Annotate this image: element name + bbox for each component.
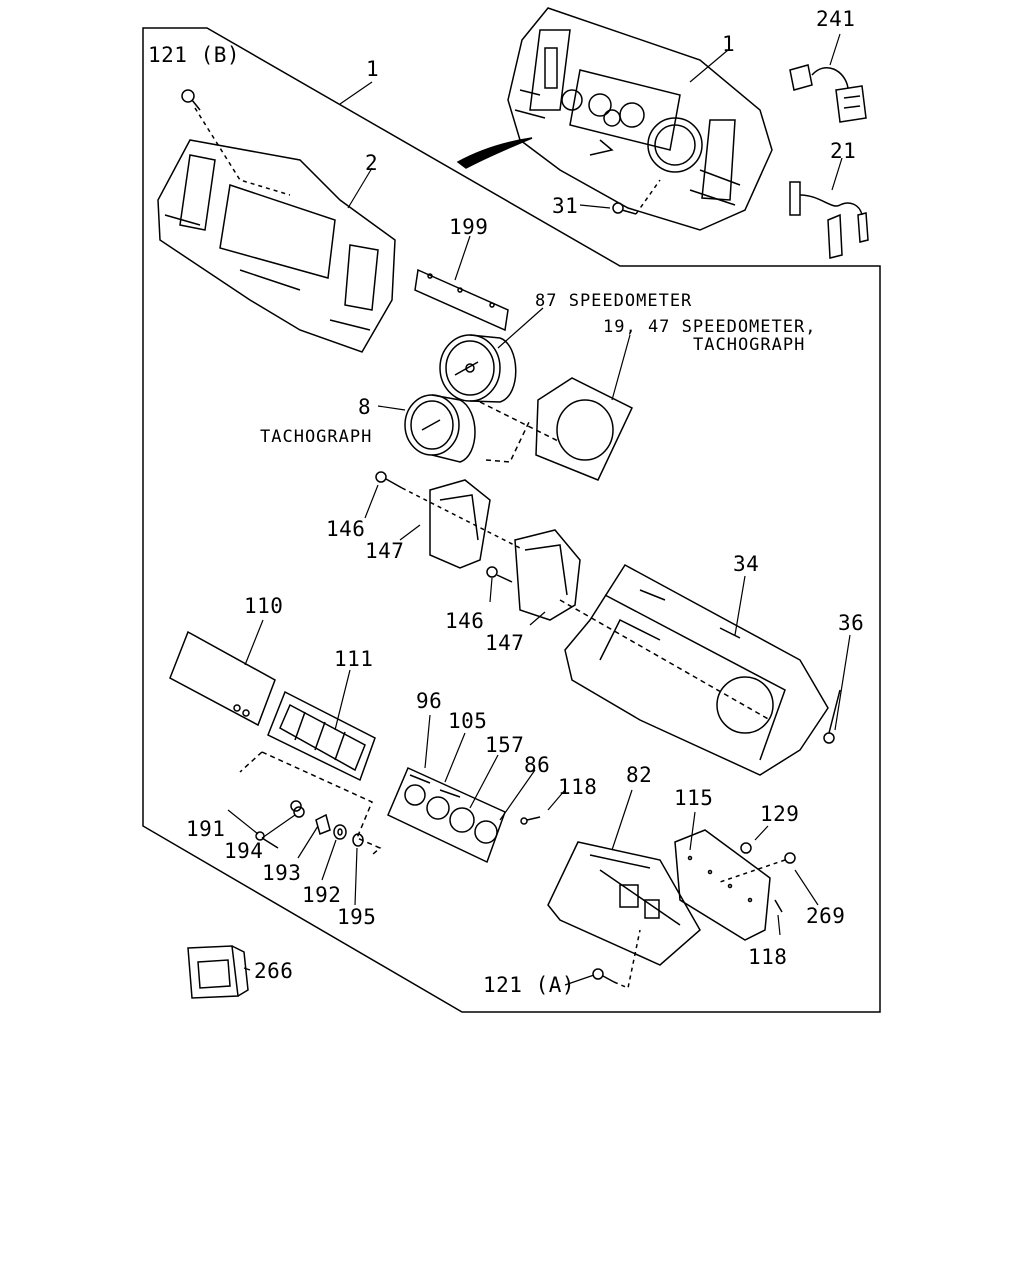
label-1-bezel-assembly: 1 (366, 57, 380, 81)
spring-194 (290, 800, 305, 818)
washer-192 (333, 824, 347, 840)
label-194: 194 (224, 839, 264, 863)
label-110: 110 (244, 594, 284, 618)
washer-195 (352, 833, 364, 847)
label-121b: 121 (B) (148, 43, 241, 67)
label-31: 31 (552, 194, 579, 218)
label-87-speedometer: 87 SPEEDOMETER (535, 291, 693, 311)
label-191: 191 (186, 817, 226, 841)
part-199-strip (414, 268, 509, 332)
socket-193 (315, 813, 331, 836)
label-86: 86 (524, 753, 551, 777)
label-118-lower: 118 (748, 945, 788, 969)
label-1-cluster: 1 (722, 32, 736, 56)
speedometer-plate-19-47 (535, 377, 633, 481)
assembly-boundary (142, 27, 881, 1013)
screw-269 (719, 852, 796, 883)
label-36: 36 (838, 611, 865, 635)
board-115 (674, 829, 771, 941)
label-147-lower: 147 (485, 631, 525, 655)
label-146-lower: 146 (445, 609, 485, 633)
screw-121b (181, 89, 291, 196)
label-193: 193 (262, 861, 302, 885)
frame-111 (267, 690, 376, 782)
small-gauges-96-105-157-86 (387, 766, 506, 864)
label-121a: 121 (A) (483, 973, 576, 997)
label-105: 105 (448, 709, 488, 733)
small-parts-outline (239, 751, 382, 856)
assembly-arrow (456, 137, 533, 169)
cluster-assembly-part-1 (507, 7, 773, 231)
screw-129 (740, 842, 752, 854)
label-111: 111 (334, 647, 374, 671)
screw-121a (592, 929, 641, 990)
label-266: 266 (254, 959, 294, 983)
label-129: 129 (760, 802, 800, 826)
screw-31 (612, 179, 661, 215)
lens-110 (169, 630, 276, 727)
part-241-connector (789, 64, 867, 123)
screw-36 (823, 689, 841, 744)
screw-146-upper (375, 471, 521, 549)
leader-lines (227, 33, 851, 986)
label-199: 199 (449, 215, 489, 239)
label-82: 82 (626, 763, 653, 787)
label-157: 157 (485, 733, 525, 757)
screw-146-lower (486, 566, 513, 583)
label-96: 96 (416, 689, 443, 713)
label-192: 192 (302, 883, 342, 907)
switch-266 (187, 945, 249, 999)
label-195: 195 (337, 905, 377, 929)
label-269: 269 (806, 904, 846, 928)
label-19-47-tachograph: TACHOGRAPH (693, 335, 806, 355)
label-241: 241 (816, 7, 856, 31)
speedometer-gauge-87 (439, 334, 517, 403)
label-34: 34 (733, 552, 760, 576)
cluster-housing-34 (559, 564, 829, 776)
gauge-leader-dashed (479, 401, 561, 463)
label-118-upper: 118 (558, 775, 598, 799)
tachograph-gauge-8 (404, 394, 476, 463)
label-tachograph: TACHOGRAPH (260, 427, 373, 447)
label-8: 8 (358, 395, 372, 419)
label-21: 21 (830, 139, 857, 163)
part-21-harness (789, 181, 869, 259)
label-147-upper: 147 (365, 539, 405, 563)
cluster-bezel-part-2 (157, 139, 396, 353)
bracket-147-lower (514, 529, 581, 621)
bracket-147-upper (429, 479, 491, 569)
label-146-upper: 146 (326, 517, 366, 541)
label-115: 115 (674, 786, 714, 810)
bulb-118-upper (520, 816, 541, 825)
bulb-118-lower (774, 899, 783, 913)
label-2: 2 (365, 151, 379, 175)
label-19-47-speedometer: 19, 47 SPEEDOMETER, (603, 317, 817, 337)
printed-circuit-82 (547, 841, 701, 966)
